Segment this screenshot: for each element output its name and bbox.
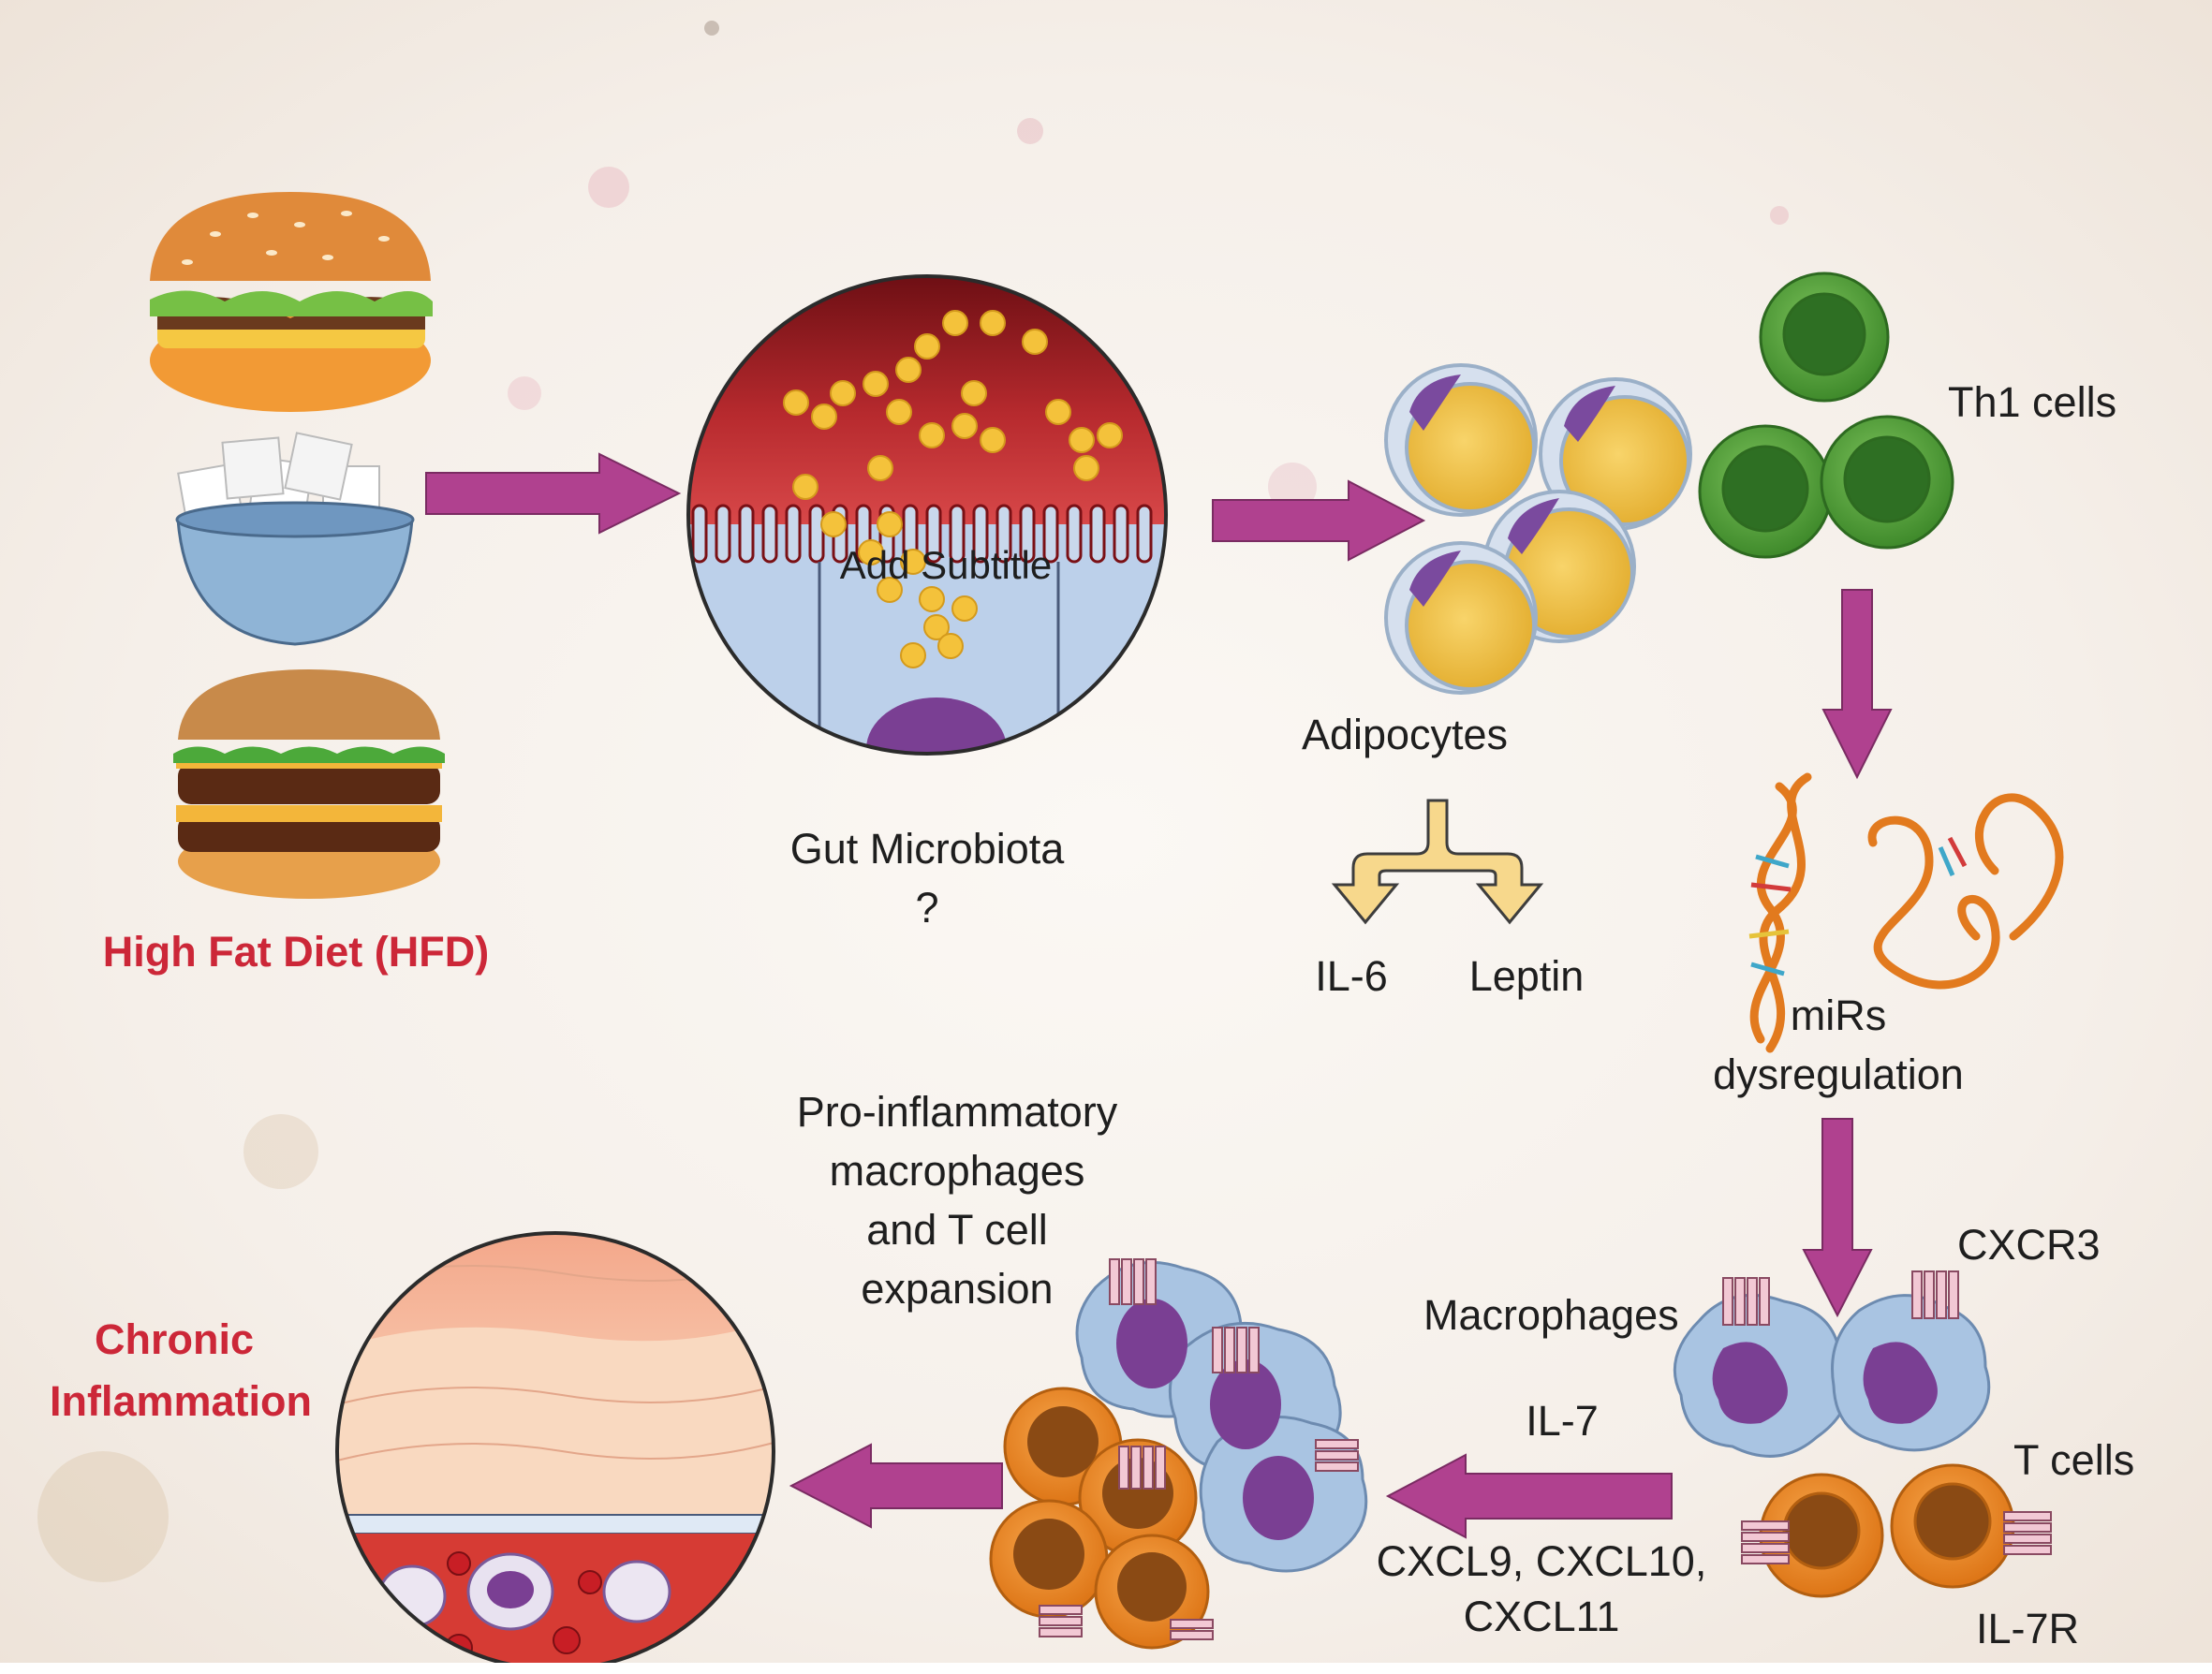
gut-microbiota-label: Gut Microbiota: [790, 825, 1066, 873]
question-mark-label: ?: [915, 884, 938, 932]
expansion-label-line3: and T cell: [866, 1206, 1047, 1254]
adipocytes-label: Adipocytes: [1302, 711, 1508, 758]
mirs-label-line2: dysregulation: [1713, 1050, 1964, 1098]
macrophages-illustration: [1673, 1293, 1991, 1458]
split-arrow-icon: [1331, 799, 1544, 925]
add-subtitle-label: Add Subtitle: [840, 543, 1053, 587]
il7r-receptor-icon: [1741, 1511, 2052, 1564]
background-stains: [37, 21, 1789, 1582]
leptin-label: Leptin: [1469, 952, 1585, 1000]
arrow-hfd-to-gut: [425, 452, 682, 535]
macrophages-label: Macrophages: [1423, 1291, 1679, 1339]
il7r-label: IL-7R: [1976, 1605, 2079, 1652]
gut-microbiota-illustration: [686, 274, 1168, 756]
il6-label: IL-6: [1315, 952, 1388, 1000]
adipocytes-illustration: [1384, 363, 1692, 695]
expansion-cluster-illustration: [989, 1258, 1368, 1650]
arrow-expansion-to-inflammation: [789, 1443, 1003, 1529]
sugar-bowl-icon: [175, 432, 415, 646]
mirs-base-pairs: [1748, 836, 1968, 976]
th1-cells-illustration: [1698, 272, 1954, 559]
burger-icon: [150, 192, 433, 412]
arrow-cells-to-expansion: [1385, 1453, 1673, 1539]
expansion-label-line4: expansion: [861, 1265, 1053, 1313]
t-cells-label: T cells: [2013, 1436, 2134, 1484]
expansion-label-line1: Pro-inflammatory: [797, 1088, 1118, 1136]
bottom-strip: [0, 1663, 2212, 1674]
mirs-dna-illustration: [1749, 772, 2064, 1053]
cxcl-label-line1: CXCL9, CXCL10,: [1377, 1537, 1707, 1585]
arrow-gut-to-adipocytes: [1212, 479, 1426, 562]
chronic-label-line2: Inflammation: [50, 1377, 312, 1425]
mirs-label-line1: miRs: [1791, 991, 1886, 1039]
chronic-label-line1: Chronic: [95, 1315, 254, 1363]
double-burger-icon: [173, 669, 445, 899]
t-cells-illustration: [1759, 1463, 2015, 1598]
th1-cells-label: Th1 cells: [1948, 378, 2116, 426]
cxcl-label-line2: CXCL11: [1464, 1593, 1620, 1640]
cxcr3-receptor-icon: [1722, 1270, 1959, 1326]
arrow-th1-to-mirs: [1821, 589, 1893, 780]
hfd-label: High Fat Diet (HFD): [103, 928, 489, 976]
arrow-mirs-to-macrophages: [1802, 1118, 1873, 1318]
il7-label: IL-7: [1526, 1397, 1599, 1445]
cxcr3-label: CXCR3: [1957, 1221, 2101, 1269]
expansion-label-line2: macrophages: [830, 1147, 1085, 1195]
